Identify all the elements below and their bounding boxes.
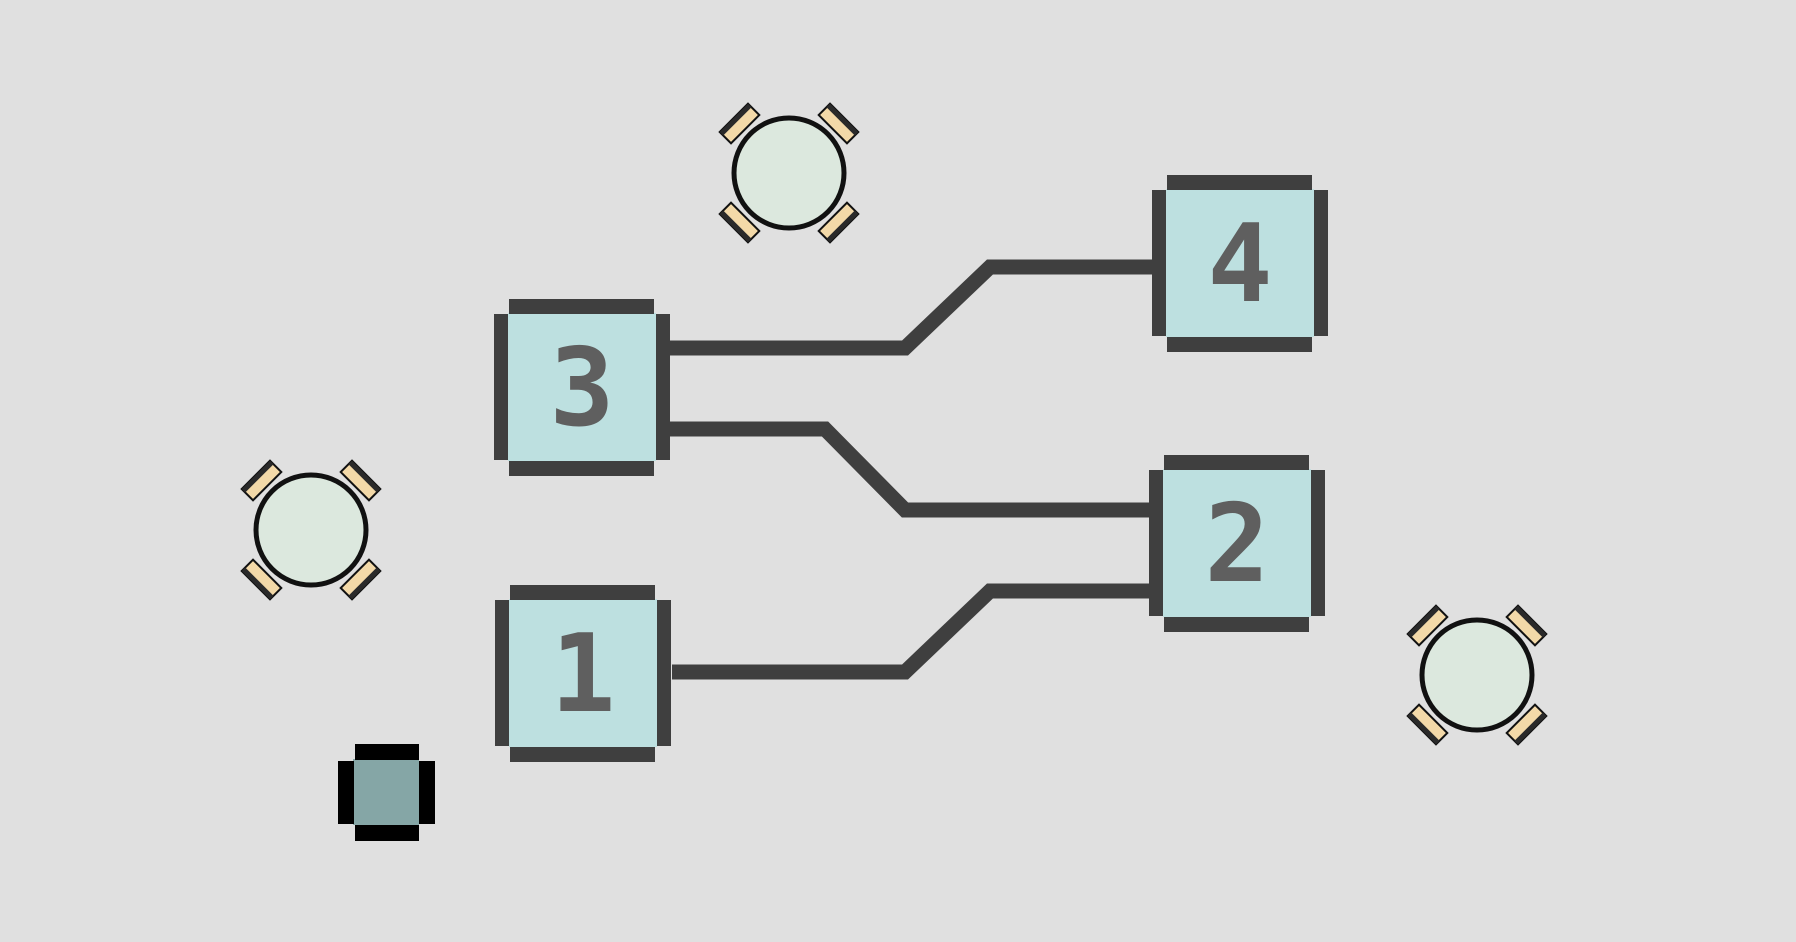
table-right[interactable] bbox=[1408, 606, 1547, 745]
station-1[interactable]: 1 bbox=[495, 585, 671, 762]
station-1-number: 1 bbox=[550, 612, 615, 737]
station-4[interactable]: 4 bbox=[1152, 175, 1328, 352]
path-1-to-2 bbox=[672, 583, 1150, 680]
station-2[interactable]: 2 bbox=[1149, 455, 1325, 632]
station-4-number: 4 bbox=[1207, 202, 1272, 327]
station-3-number: 3 bbox=[549, 326, 614, 451]
path-3-to-4 bbox=[670, 259, 1153, 356]
table-top[interactable] bbox=[720, 104, 859, 243]
small-square-tile[interactable] bbox=[338, 744, 435, 841]
station-2-number: 2 bbox=[1204, 482, 1269, 607]
station-3[interactable]: 3 bbox=[494, 299, 670, 476]
path-3-to-2 bbox=[670, 421, 1150, 518]
table-left[interactable] bbox=[242, 461, 381, 600]
connection-paths bbox=[670, 259, 1153, 680]
